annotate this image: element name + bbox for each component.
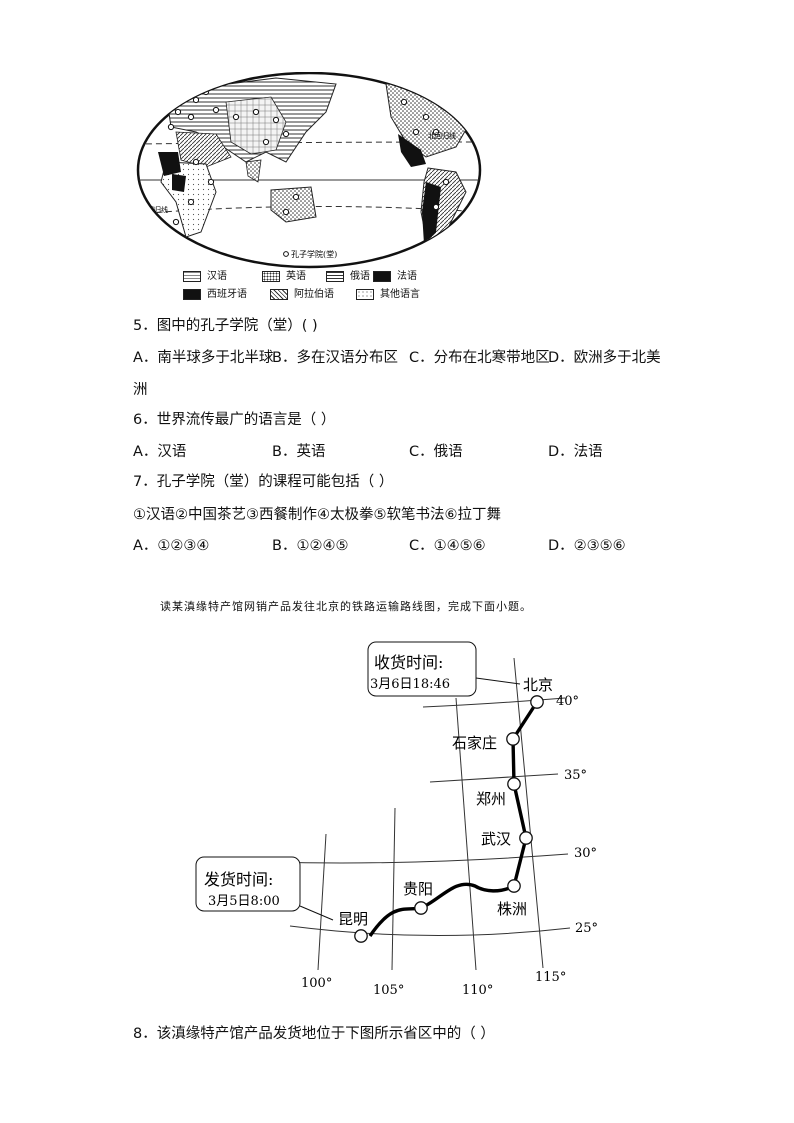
receive-time: 3月6日18:46 <box>370 677 450 692</box>
lat-label-25: 25° <box>575 921 598 936</box>
q5-option-a[interactable]: A．南半球多于北半球 <box>133 350 274 366</box>
q7-items: ①汉语②中国茶艺③西餐制作④太极拳⑤软笔书法⑥拉丁舞 <box>133 507 501 523</box>
lon-label-100: 100° <box>301 976 332 991</box>
lat-label-35: 35° <box>564 768 587 783</box>
city-label-beijing: 北京 <box>523 676 553 694</box>
city-label-shijiazhuang: 石家庄 <box>452 734 497 752</box>
city-label-kunming: 昆明 <box>338 910 368 928</box>
legend-other: 其他语言 <box>356 289 420 301</box>
lon-label-105: 105° <box>373 983 404 998</box>
q7-option-c[interactable]: C．①④⑤⑥ <box>409 538 486 554</box>
q7-stem: 7．孔子学院（堂）的课程可能包括（ ） <box>133 474 394 490</box>
tropic-s-label: 南回归线 <box>140 205 168 214</box>
section-intro: 读某滇缘特产馆网销产品发往北京的铁路运输路线图，完成下面小题。 <box>160 600 532 613</box>
q8-stem: 8．该滇缘特产馆产品发货地位于下图所示省区中的（ ） <box>133 1026 495 1042</box>
city-label-zhengzhou: 郑州 <box>476 790 506 808</box>
q5-option-c[interactable]: C．分布在北寒带地区 <box>409 350 550 366</box>
lat-label-30: 30° <box>574 846 597 861</box>
lat-label-40: 40° <box>556 694 579 709</box>
legend-spanish: 西班牙语 <box>183 289 247 301</box>
q6-option-c[interactable]: C．俄语 <box>409 444 463 460</box>
legend-han: 汉语 <box>183 271 227 283</box>
q6-option-d[interactable]: D．法语 <box>548 444 603 460</box>
receive-title: 收货时间: <box>374 653 443 672</box>
q7-option-b[interactable]: B．①②④⑤ <box>272 538 349 554</box>
city-label-zhuzhou: 株洲 <box>497 900 527 918</box>
q7-option-d[interactable]: D．②③⑤⑥ <box>548 538 626 554</box>
city-node-shijiazhuang <box>506 732 520 746</box>
ship-title: 发货时间: <box>204 870 273 889</box>
tropic-n-label: 北回归线 <box>428 131 456 140</box>
lon-label-115: 115° <box>535 970 566 985</box>
lon-label-110: 110° <box>462 983 493 998</box>
city-node-guiyang <box>414 901 428 915</box>
city-node-kunming <box>354 929 368 943</box>
antarctic-label: 南极圈 <box>206 252 227 261</box>
q5-option-d[interactable]: D．欧洲多于北美 <box>548 350 661 366</box>
q6-option-b[interactable]: B．英语 <box>272 444 326 460</box>
legend-english: 英语 <box>262 271 306 283</box>
city-node-beijing <box>530 695 544 709</box>
legend-arabic: 阿拉伯语 <box>270 289 334 301</box>
railway-route-map: 收货时间: 3月6日18:46 发货时间: 3月5日8:00 北京 石家庄 郑州… <box>195 641 598 998</box>
city-label-guiyang: 贵阳 <box>403 880 433 898</box>
city-node-zhengzhou <box>507 777 521 791</box>
q7-option-a[interactable]: A．①②③④ <box>133 538 210 554</box>
ship-time: 3月5日8:00 <box>208 894 280 909</box>
q6-stem: 6．世界流传最广的语言是（ ） <box>133 412 336 428</box>
city-node-zhuzhou <box>507 879 521 893</box>
q5-option-d-wrap: 洲 <box>133 382 148 398</box>
legend-french: 法语 <box>373 271 417 283</box>
city-node-wuhan <box>519 831 533 845</box>
world-language-map: 北回归线 南回归线 南极圈 孔子学院(堂) <box>136 72 482 269</box>
legend-russian: 俄语 <box>326 271 370 283</box>
q5-option-b[interactable]: B．多在汉语分布区 <box>272 350 398 366</box>
inset-legend-label: 孔子学院(堂) <box>291 249 337 259</box>
q5-stem: 5．图中的孔子学院（堂）( ) <box>133 318 318 334</box>
q6-option-a[interactable]: A．汉语 <box>133 444 187 460</box>
city-label-wuhan: 武汉 <box>481 830 511 848</box>
